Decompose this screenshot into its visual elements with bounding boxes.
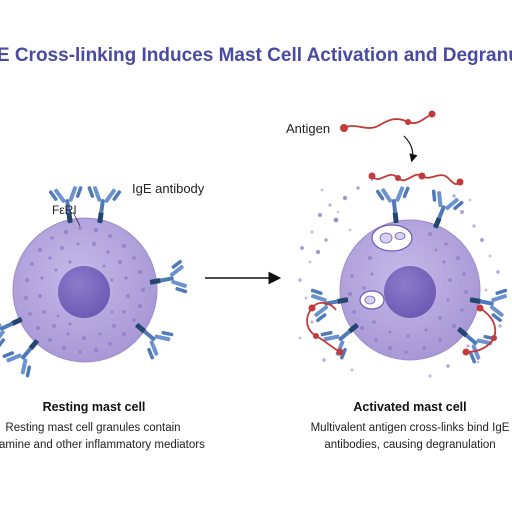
resting-caption-line1: Resting mast cell granules contain xyxy=(5,422,181,434)
activated-caption-title: Activated mast cell xyxy=(353,400,467,414)
ige-antibody-label: IgE antibody xyxy=(132,181,205,196)
activated-nucleus xyxy=(384,266,436,318)
receptor-leader-line xyxy=(72,211,81,227)
activated-caption-line2: antibodies, causing degranulation xyxy=(324,439,496,451)
activated-caption-line1: Multivalent antigen cross-links bind IgE xyxy=(310,422,510,434)
resting-mast-cell xyxy=(12,217,158,363)
released-granules xyxy=(298,178,502,378)
resting-granules xyxy=(23,226,145,354)
free-antigen xyxy=(343,113,433,129)
crosslinking-antigen-top xyxy=(371,173,461,185)
antigen-label: Antigen xyxy=(286,121,331,136)
activated-mast-cell xyxy=(339,219,481,361)
resting-caption-line2: histamine and other inflammatory mediato… xyxy=(0,439,205,451)
crosslinking-antigen-left xyxy=(306,302,341,353)
resting-caption-title: Resting mast cell xyxy=(42,400,146,414)
resting-nucleus xyxy=(58,266,110,318)
fceri-label: FεRI xyxy=(52,203,77,217)
antigen-binding-arrow xyxy=(403,135,418,163)
antigen-epitopes xyxy=(308,110,497,356)
figure-title: IgE Cross-linking Induces Mast Cell Acti… xyxy=(0,45,512,66)
